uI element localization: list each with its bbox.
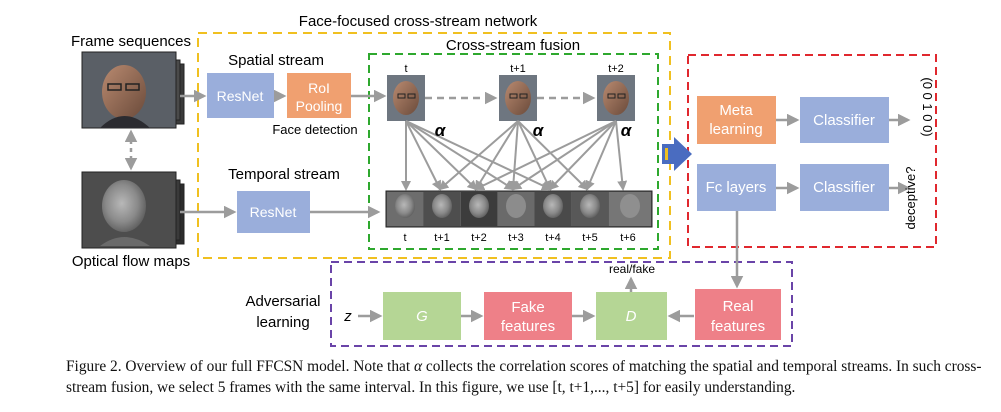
real-line2: features (711, 318, 765, 335)
alpha-label-1: α (435, 121, 447, 140)
network-title: Face-focused cross-stream network (299, 13, 538, 30)
flow-frame-t1 (424, 192, 460, 226)
spatial-resnet-label: ResNet (217, 88, 264, 104)
flow-frame-t2 (461, 192, 497, 226)
classifier-label-bottom: Classifier (813, 179, 875, 196)
flow-label: Optical flow maps (72, 253, 190, 270)
spatial-frame-t (387, 75, 425, 121)
roi-pooling-box (287, 73, 351, 118)
roi-line1: RoI (308, 80, 330, 96)
spatial-frame-t1 (499, 75, 537, 121)
flow-frame-label-t3: t+3 (508, 232, 524, 244)
frame-sequence-stack (81, 51, 185, 129)
flow-frame-t3 (498, 192, 534, 226)
flow-frame-t5 (572, 192, 608, 226)
frames-label: Frame sequences (71, 33, 191, 50)
alpha-label-2: α (533, 121, 545, 140)
fusion-region (368, 53, 659, 250)
flow-frame-t (387, 192, 423, 226)
roi-line2: Pooling (296, 98, 343, 114)
discriminator-label: D (626, 308, 637, 325)
flow-frame-t6 (609, 192, 651, 226)
output-vector: (0 0 1 0 0) (920, 77, 935, 136)
real-features-box (695, 289, 781, 340)
real-fake-label: real/fake (609, 262, 655, 276)
spatial-frame-label-t: t (404, 63, 407, 75)
flow-frame-strip (385, 190, 653, 228)
flow-frame-label-t: t (403, 232, 406, 244)
network-region (197, 32, 671, 259)
temporal-resnet-label: ResNet (250, 204, 297, 220)
flow-frame-label-t5: t+5 (582, 232, 598, 244)
alpha-label-3: α (621, 121, 633, 140)
real-line1: Real (723, 298, 754, 315)
adversarial-line1: Adversarial (245, 293, 320, 310)
adversarial-line2: learning (256, 314, 309, 331)
classifier-box-bottom (800, 164, 889, 211)
z-label: z (343, 308, 352, 325)
flow-frame-label-t1: t+1 (434, 232, 450, 244)
adversarial-region (330, 261, 793, 347)
spatial-resnet-box (207, 73, 274, 118)
fusion-to-head-arrow (662, 137, 692, 171)
fake-line1: Fake (511, 299, 544, 316)
output-question: deceptive? (903, 167, 918, 230)
spatial-frame-t2 (597, 75, 635, 121)
flow-frame-label-t6: t+6 (620, 232, 636, 244)
fc-layers-box (697, 164, 776, 211)
spatial-frame-label-t2: t+2 (608, 63, 624, 75)
classifier-label-top: Classifier (813, 112, 875, 129)
meta-line1: Meta (719, 102, 753, 119)
temporal-resnet-box (237, 191, 310, 233)
flow-frame-label-t2: t+2 (471, 232, 487, 244)
flow-frame-t4 (535, 192, 571, 226)
ffcsn-diagram: Face-focused cross-stream network Cross-… (71, 13, 937, 347)
flow-frame-label-t4: t+4 (545, 232, 561, 244)
fusion-title: Cross-stream fusion (446, 37, 580, 54)
temporal-stream-title: Temporal stream (228, 166, 340, 183)
fake-features-box (484, 292, 572, 340)
correlation-arrows (401, 120, 628, 191)
fake-line2: features (501, 318, 555, 335)
figure-caption: Figure 2. Overview of our full FFCSN mod… (66, 356, 1001, 398)
generator-box (383, 292, 461, 340)
meta-learning-box (697, 96, 776, 144)
fc-layers-label: Fc layers (706, 179, 767, 196)
face-detection-label: Face detection (272, 122, 357, 137)
generator-label: G (416, 308, 428, 325)
caption-rest: collects the correlation scores of match… (66, 358, 982, 396)
spatial-stream-title: Spatial stream (228, 52, 324, 69)
classifier-box-top (800, 97, 889, 143)
spatial-frame-label-t1: t+1 (510, 63, 526, 75)
meta-line2: learning (709, 121, 762, 138)
discriminator-box (596, 292, 667, 340)
head-region (687, 54, 937, 248)
optical-flow-stack (81, 171, 185, 249)
caption-prefix: Figure 2. Overview of our full FFCSN mod… (66, 358, 414, 375)
caption-alpha: α (413, 358, 423, 375)
